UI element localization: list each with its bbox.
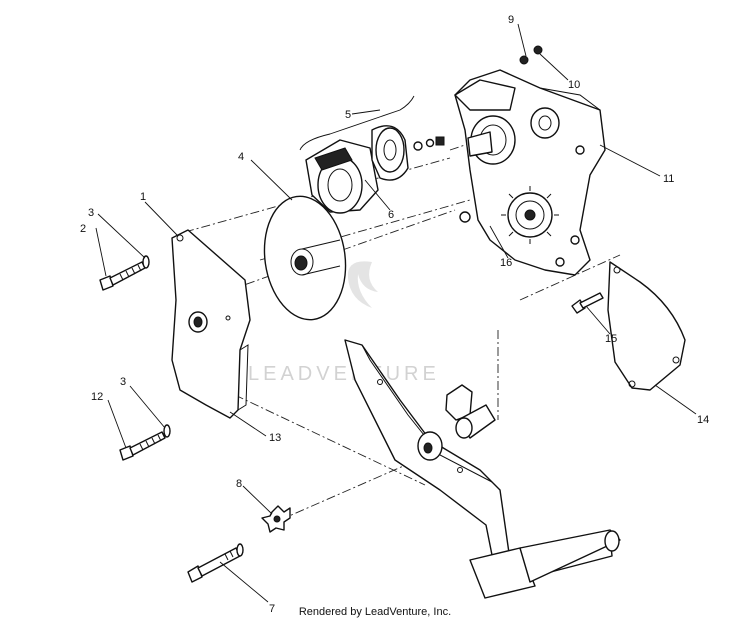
callout-6: 6 — [388, 209, 394, 221]
footer-credit: Rendered by LeadVenture, Inc. — [298, 606, 452, 618]
bolt-2 — [99, 255, 150, 291]
bolt-7 — [187, 543, 244, 583]
cover-plate — [607, 261, 686, 391]
callout-8: 8 — [236, 478, 242, 490]
callout-3b: 3 — [120, 376, 126, 388]
callout-12: 12 — [91, 391, 103, 403]
watermark-text: LEADVENTURE — [248, 363, 440, 385]
callout-7: 7 — [269, 603, 275, 615]
frame — [344, 339, 621, 599]
callout-13: 13 — [269, 432, 281, 444]
star-washer — [261, 505, 291, 533]
callout-1: 1 — [140, 191, 146, 203]
callout-11: 11 — [663, 173, 674, 185]
callout-2: 2 — [80, 223, 86, 235]
callout-15: 15 — [605, 333, 617, 345]
mounting-plate — [171, 229, 251, 419]
clutch-assembly — [299, 95, 445, 214]
pulley-disc — [263, 195, 347, 321]
sprocket — [459, 186, 559, 244]
callout-4: 4 — [238, 151, 244, 163]
gearcase — [454, 45, 606, 276]
callout-9: 9 — [508, 14, 514, 26]
tensioner-roller — [445, 384, 496, 439]
callout-14: 14 — [697, 414, 709, 426]
leader-lines — [95, 23, 697, 603]
callout-3a: 3 — [88, 207, 94, 219]
callout-16: 16 — [500, 257, 512, 269]
callout-10: 10 — [568, 79, 580, 91]
bolt-15 — [571, 292, 604, 314]
bolt-12 — [119, 424, 171, 461]
callout-5: 5 — [345, 109, 351, 121]
watermark: LEADVENTURE — [248, 261, 440, 385]
callouts: 1 2 3 3 4 5 6 7 8 9 10 11 12 13 14 15 16 — [80, 14, 709, 615]
